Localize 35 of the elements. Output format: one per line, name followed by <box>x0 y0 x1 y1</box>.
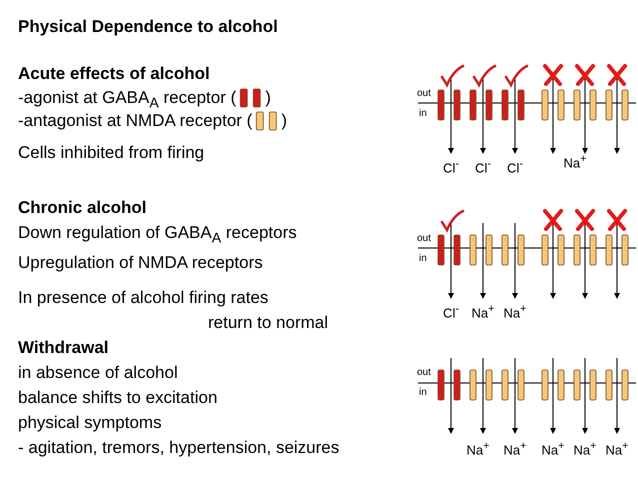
membrane-label: out <box>417 88 431 100</box>
text-line: balance shifts to excitation <box>18 388 218 408</box>
ion-label: Na$^{+}$ <box>504 303 526 322</box>
membrane-label: in <box>419 253 427 264</box>
title: Physical Dependence to alcohol <box>18 17 278 37</box>
text-line: return to normal <box>208 313 328 333</box>
text-line: Down regulation of GABA$_{A}$ receptors <box>18 223 297 247</box>
text-line: -agonist at GABA$_{A}$ receptor ( <box>18 88 236 112</box>
ion-label: Na$^{+}$ <box>472 303 494 322</box>
membrane-label: out <box>417 367 431 378</box>
section-heading: Acute effects of alcohol <box>18 64 210 84</box>
membrane-label: in <box>419 387 427 398</box>
ion-label: Na$^{+}$ <box>466 440 490 458</box>
ion-label: Cl$^{-}$ <box>507 158 523 176</box>
section-heading: Withdrawal <box>18 338 109 358</box>
text-line: ) <box>281 111 287 131</box>
text-line: - agitation, tremors, hypertension, seizures <box>18 438 340 458</box>
ion-label: Cl$^{-}$ <box>443 303 459 322</box>
ion-label: Na$^{+}$ <box>504 440 526 458</box>
text-line: physical symptoms <box>18 413 162 433</box>
ion-label: Na$^{+}$ <box>606 440 628 458</box>
ion-label: Cl$^{-}$ <box>475 158 491 176</box>
ion-label: Na$^{+}$ <box>564 153 586 172</box>
text-line: in absence of alcohol <box>18 363 178 383</box>
ion-label: Cl$^{-}$ <box>443 158 459 176</box>
text-line: Upregulation of NMDA receptors <box>18 253 263 273</box>
membrane-label: out <box>417 233 431 244</box>
section-heading: Chronic alcohol <box>18 198 146 218</box>
ion-label: Na$^{+}$ <box>574 440 596 458</box>
text-line: Cells inhibited from firing <box>18 143 204 163</box>
membrane-label: in <box>419 108 427 120</box>
ion-label: Na$^{+}$ <box>542 440 564 458</box>
text-line: In presence of alcohol firing rates <box>18 288 268 308</box>
text-line: ) <box>265 88 271 108</box>
text-line: -antagonist at NMDA receptor ( <box>18 111 252 131</box>
